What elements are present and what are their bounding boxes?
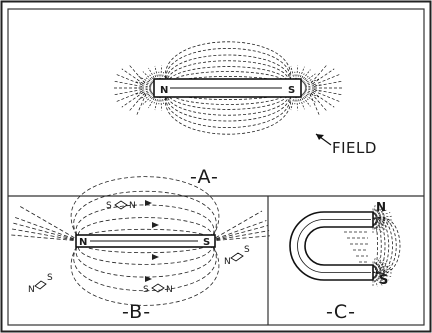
svg-text:S: S [106, 201, 112, 211]
svg-text:S: S [143, 285, 149, 295]
north-pole-label-b: N [79, 237, 87, 248]
panel-label-a: -A- [190, 166, 219, 188]
panel-label-b: -B- [122, 301, 151, 323]
south-pole-label-b: S [203, 237, 210, 248]
svg-text:S: S [244, 245, 250, 255]
svg-text:N: N [224, 257, 231, 267]
svg-text:S: S [47, 273, 53, 283]
south-pole-label-c: S [379, 273, 388, 288]
north-pole-label-a: N [160, 85, 168, 96]
south-pole-label-a: S [288, 85, 295, 96]
field-label: FIELD [332, 139, 377, 157]
panel-label-c: -C- [326, 301, 356, 323]
svg-text:N: N [28, 285, 35, 295]
svg-text:N: N [129, 201, 136, 211]
svg-text:N: N [166, 285, 173, 295]
north-pole-label-c: N [376, 200, 386, 214]
